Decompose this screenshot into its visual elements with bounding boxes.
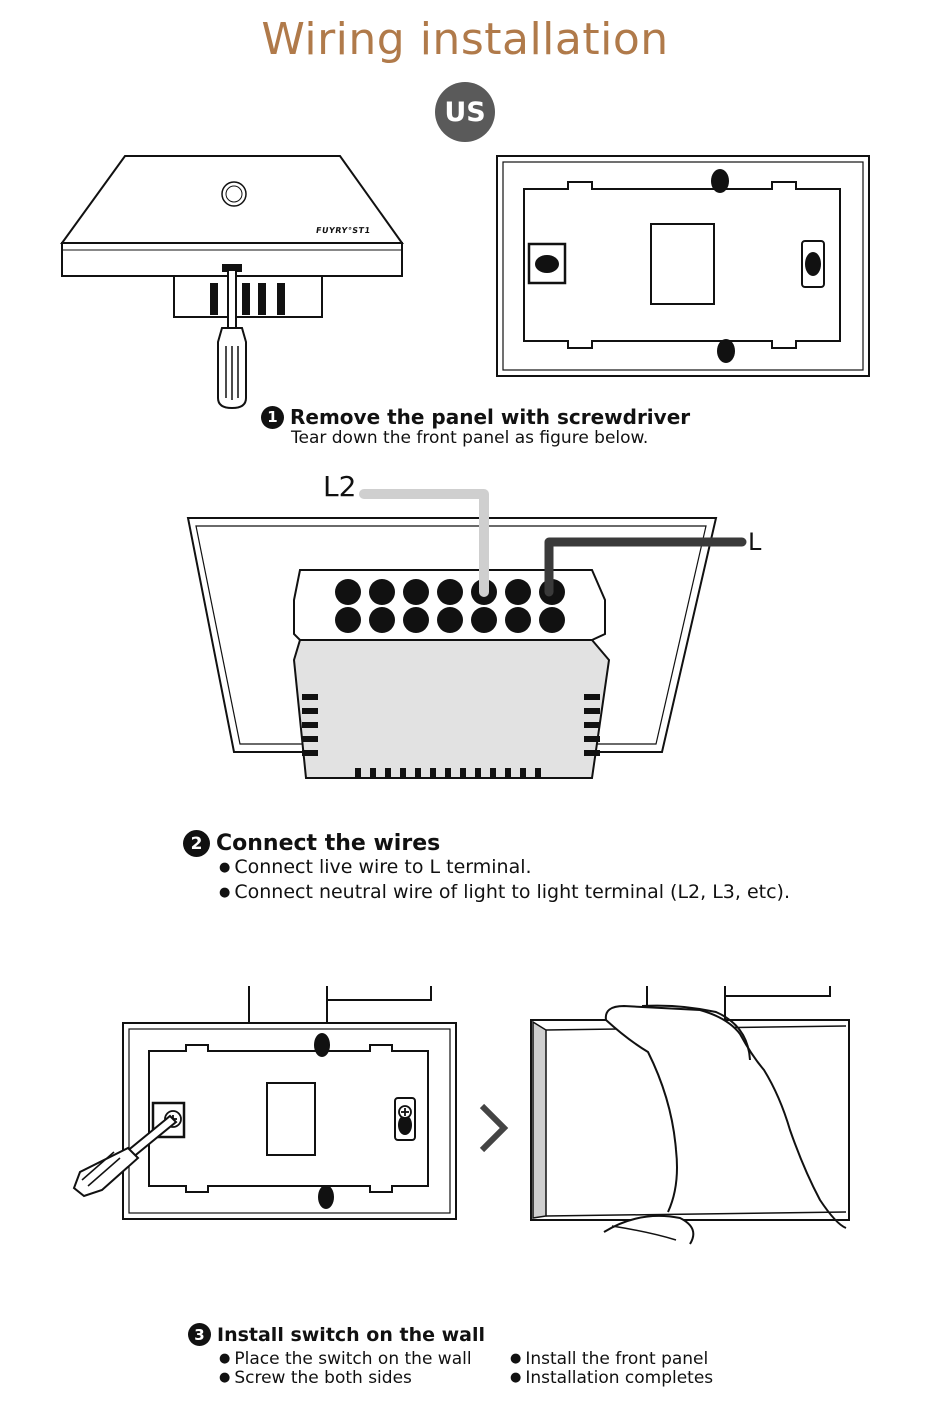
step3-bullet-left-2: Screw the both sides	[219, 1368, 412, 1388]
step1-title: Remove the panel with screwdriver	[290, 405, 691, 429]
page-title: Wiring installation	[261, 14, 669, 65]
step2-number-badge: 2	[183, 830, 210, 857]
wire-label-l2: L2	[323, 470, 357, 503]
step2-bullet-2: Connect neutral wire of light to light t…	[219, 881, 790, 903]
step3-title: Install switch on the wall	[217, 1323, 486, 1346]
wire-label-l: L	[748, 528, 762, 556]
step2-bullet-1: Connect live wire to L terminal.	[219, 856, 531, 878]
step2-title-row: 2 Connect the wires	[183, 830, 440, 857]
step3-bullet-left-1: Place the switch on the wall	[219, 1349, 471, 1369]
step3-bullet-right-2: Installation completes	[510, 1368, 713, 1388]
step1-description: Tear down the front panel as figure belo…	[291, 428, 649, 448]
step3-bullet-right-1: Install the front panel	[510, 1349, 708, 1369]
step3-number-badge: 3	[188, 1323, 211, 1346]
step3-title-row: 3 Install switch on the wall	[188, 1323, 485, 1346]
step2-title: Connect the wires	[216, 831, 441, 856]
step1-number-badge: 1	[261, 405, 284, 429]
region-badge: US	[435, 82, 495, 142]
step1-title-row: 1 Remove the panel with screwdriver	[261, 405, 690, 429]
